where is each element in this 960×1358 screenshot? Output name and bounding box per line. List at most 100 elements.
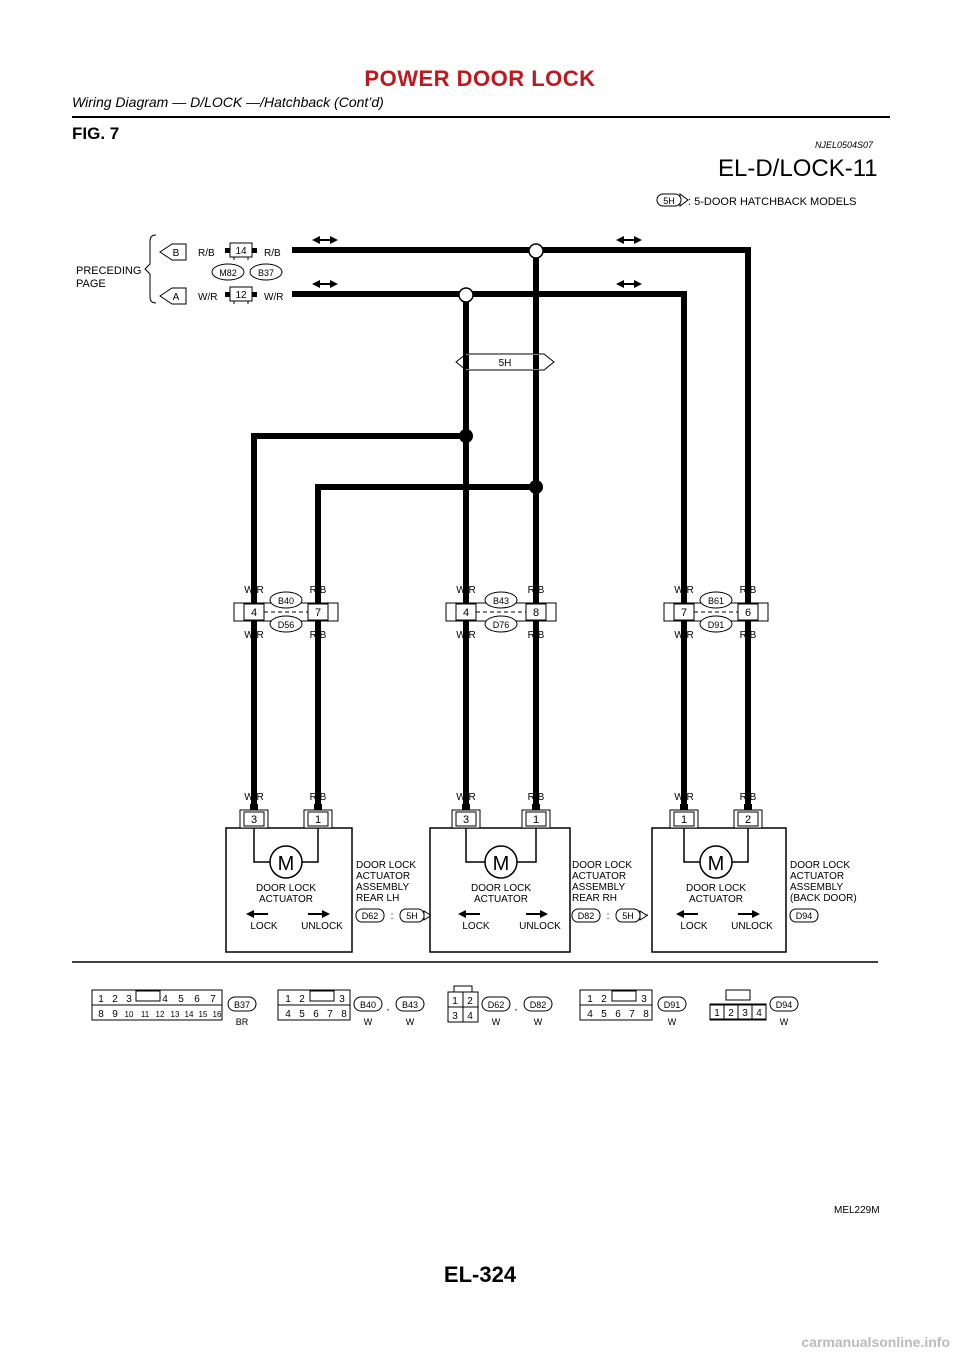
unlock-label: UNLOCK bbox=[731, 921, 773, 932]
wire-label-rb: R/B bbox=[740, 630, 757, 641]
legend: 5H : 5-DOOR HATCHBACK MODELS bbox=[656, 193, 857, 208]
actuator-name: DOOR LOCK bbox=[471, 883, 531, 894]
wire-label-wr: W/R bbox=[244, 585, 263, 596]
face-pin: 7 bbox=[327, 1009, 333, 1020]
assembly-label: ASSEMBLY bbox=[356, 882, 409, 893]
face-pin: 7 bbox=[629, 1009, 635, 1020]
wire-label-rb: R/B bbox=[740, 585, 757, 596]
assembly-label: ASSEMBLY bbox=[572, 882, 625, 893]
face-id-oval bbox=[523, 996, 553, 1012]
assembly-label: REAR LH bbox=[356, 893, 399, 904]
face-color: BR bbox=[236, 1017, 249, 1027]
connector-id: B43 bbox=[493, 596, 509, 606]
svg-text:B37: B37 bbox=[258, 268, 274, 278]
face-pin: 7 bbox=[210, 994, 216, 1005]
face-id: D62 bbox=[488, 1000, 505, 1010]
wire-label-wr: W/R bbox=[674, 630, 693, 641]
svg-text:5H: 5H bbox=[663, 196, 675, 206]
connector-id: D91 bbox=[708, 620, 725, 630]
assembly-label: ACTUATOR bbox=[572, 871, 626, 882]
wire-label-rb: R/B bbox=[528, 585, 545, 596]
face-id: D82 bbox=[530, 1000, 547, 1010]
face-pin: 1 bbox=[452, 996, 458, 1007]
terminal bbox=[314, 804, 322, 810]
face-latch bbox=[453, 985, 473, 993]
assembly-label: ASSEMBLY bbox=[790, 882, 843, 893]
wires bbox=[251, 247, 751, 830]
svg-text:W/R: W/R bbox=[198, 292, 217, 303]
face-pin: 1 bbox=[587, 994, 593, 1005]
lock-arrow bbox=[676, 910, 698, 918]
face-id-oval bbox=[395, 996, 425, 1012]
lock-label: LOCK bbox=[250, 921, 278, 932]
page-number: EL-324 bbox=[443, 1262, 517, 1287]
splice-open-wr bbox=[458, 287, 474, 303]
connector-id: D76 bbox=[493, 620, 510, 630]
assembly-label: REAR RH bbox=[572, 893, 617, 904]
wire-label-wr: W/R bbox=[674, 792, 693, 803]
face-pin: 15 bbox=[199, 1010, 208, 1019]
connector-id: D62 bbox=[362, 911, 379, 921]
wire-label-rb: R/B bbox=[310, 585, 327, 596]
figure-label: FIG. 7 bbox=[72, 124, 120, 143]
face-pin: 6 bbox=[615, 1009, 621, 1020]
figure-ref: NJEL0504S07 bbox=[815, 140, 874, 150]
face-pin: 11 bbox=[141, 1010, 150, 1019]
face-id: B37 bbox=[234, 1000, 250, 1010]
connector-id-oval bbox=[571, 908, 601, 923]
pin-box bbox=[525, 811, 547, 827]
splice-filled-wr bbox=[459, 429, 473, 443]
svg-text:PAGE: PAGE bbox=[76, 278, 106, 290]
pin-box bbox=[307, 811, 329, 827]
face-pin: 3 bbox=[742, 1008, 748, 1019]
face-pin: 2 bbox=[112, 994, 118, 1005]
splice-filled-rb bbox=[529, 480, 543, 494]
connector-id-top bbox=[699, 591, 733, 609]
pin-number: 3 bbox=[251, 814, 257, 826]
connector-id-top bbox=[269, 591, 303, 609]
svg-text:PRECEDING: PRECEDING bbox=[76, 265, 141, 277]
face-id: D94 bbox=[776, 1000, 793, 1010]
svg-text:R/B: R/B bbox=[264, 248, 281, 259]
face-pin: 3 bbox=[126, 994, 132, 1005]
separator: : bbox=[391, 911, 394, 922]
watermark: carmanualsonline.info bbox=[801, 1334, 950, 1350]
lock-label: LOCK bbox=[680, 921, 708, 932]
wire-label-wr: W/R bbox=[456, 630, 475, 641]
face-id: B43 bbox=[402, 1000, 418, 1010]
separator: , bbox=[515, 1002, 518, 1013]
wire-label-rb: R/B bbox=[310, 630, 327, 641]
wire-wr-main bbox=[292, 291, 687, 830]
wire-label-rb: R/B bbox=[310, 792, 327, 803]
face-latch bbox=[309, 990, 335, 1002]
connector-id: B40 bbox=[278, 596, 294, 606]
face-pin: 8 bbox=[643, 1009, 649, 1020]
svg-text:12: 12 bbox=[235, 290, 247, 301]
pin-number: 4 bbox=[463, 607, 469, 619]
face-latch bbox=[725, 989, 751, 1001]
terminal bbox=[744, 804, 752, 810]
face-color: W bbox=[406, 1017, 415, 1027]
face-pin: 8 bbox=[98, 1009, 104, 1020]
face-pin: 13 bbox=[171, 1010, 180, 1019]
assembly-label: (BACK DOOR) bbox=[790, 893, 857, 904]
svg-text:5H: 5H bbox=[499, 358, 512, 369]
assembly-label: DOOR LOCK bbox=[572, 860, 632, 871]
connector-a-arrow bbox=[159, 287, 187, 305]
face-pin: 2 bbox=[728, 1008, 734, 1019]
pin-number: 1 bbox=[315, 814, 321, 826]
terminal bbox=[680, 804, 688, 810]
face-color: W bbox=[492, 1017, 501, 1027]
face-pin: 6 bbox=[313, 1009, 319, 1020]
splice-open-rb bbox=[528, 243, 544, 259]
figure-code-ref: MEL229M bbox=[834, 1205, 880, 1216]
